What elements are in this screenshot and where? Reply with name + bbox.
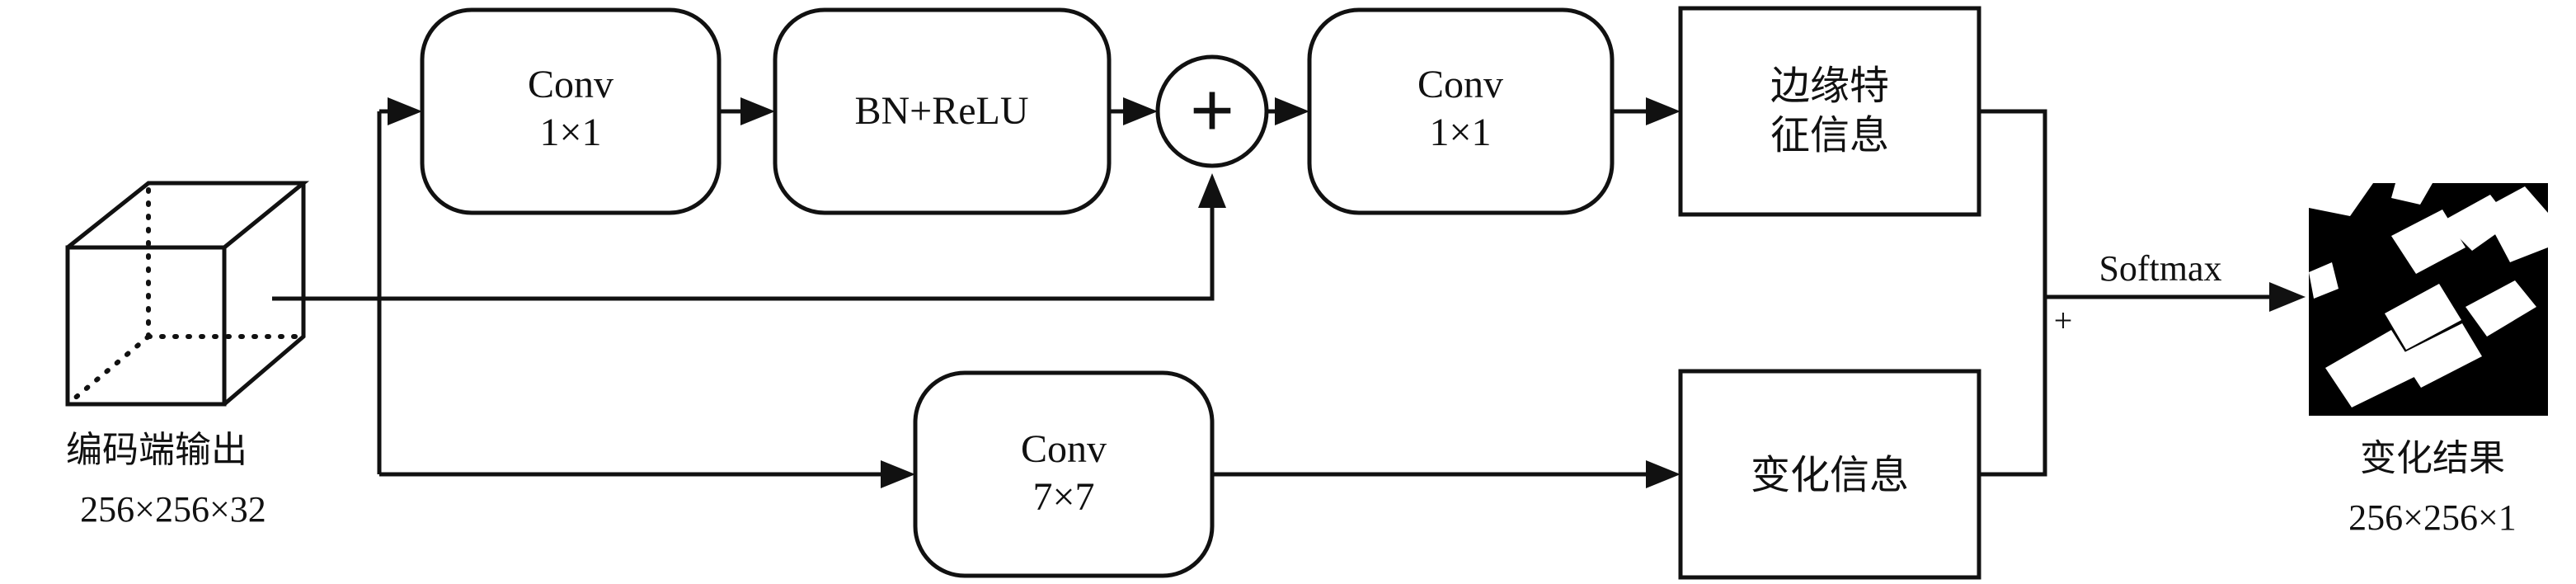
connection-lines [272,109,2284,477]
arrowhead-conv1b [1275,97,1309,125]
arrowhead-bn-relu [740,97,775,125]
arrowhead-add-bottom [1198,173,1226,208]
input-label: 编码端输出 [66,429,247,471]
conv1x1-block-b: Conv 1×1 [1307,7,1615,215]
edge-feature-line2: 征信息 [1770,112,1889,158]
input-shape: 256×256×32 [80,489,266,530]
arrowhead-output [2269,282,2306,312]
bn-relu-label: BN+ReLU [854,89,1028,133]
edge-feature-block: 边缘特 征信息 [1678,6,1981,217]
conv1x1-b-title: Conv [1417,63,1503,106]
add-node: + [1155,54,1269,168]
skip-connection [272,208,1215,301]
softmax-label: Softmax [2099,248,2221,289]
conv7x7-title: Conv [1021,427,1107,471]
output-change-map-image [2309,183,2548,416]
conv1x1-block-a: Conv 1×1 [420,7,722,215]
change-info-label: 变化信息 [1751,452,1909,498]
input-tensor-cube [65,181,310,407]
bn-relu-block: BN+ReLU [773,7,1112,215]
arrowhead-conv7 [881,460,915,488]
merge-line [1979,109,2047,477]
arrowheads [388,97,2306,488]
change-info-block: 变化信息 [1678,369,1981,580]
arrowhead-change-info [1646,460,1681,488]
add-symbol: + [1190,66,1235,154]
merge-plus-label: + [2054,302,2073,339]
output-label: 变化结果 [2360,437,2505,479]
arrowhead-conv1a [388,97,422,125]
conv1x1-b-kernel: 1×1 [1429,111,1491,154]
conv1x1-a-title: Conv [528,63,613,106]
arrowhead-add-left [1123,97,1158,125]
output-shape: 256×256×1 [2348,497,2517,538]
conv1x1-a-kernel: 1×1 [539,111,601,154]
arrowhead-edge-feature [1646,97,1681,125]
conv7x7-kernel: 7×7 [1032,475,1094,519]
conv7x7-block: Conv 7×7 [913,370,1215,578]
edge-feature-line1: 边缘特 [1770,63,1889,109]
